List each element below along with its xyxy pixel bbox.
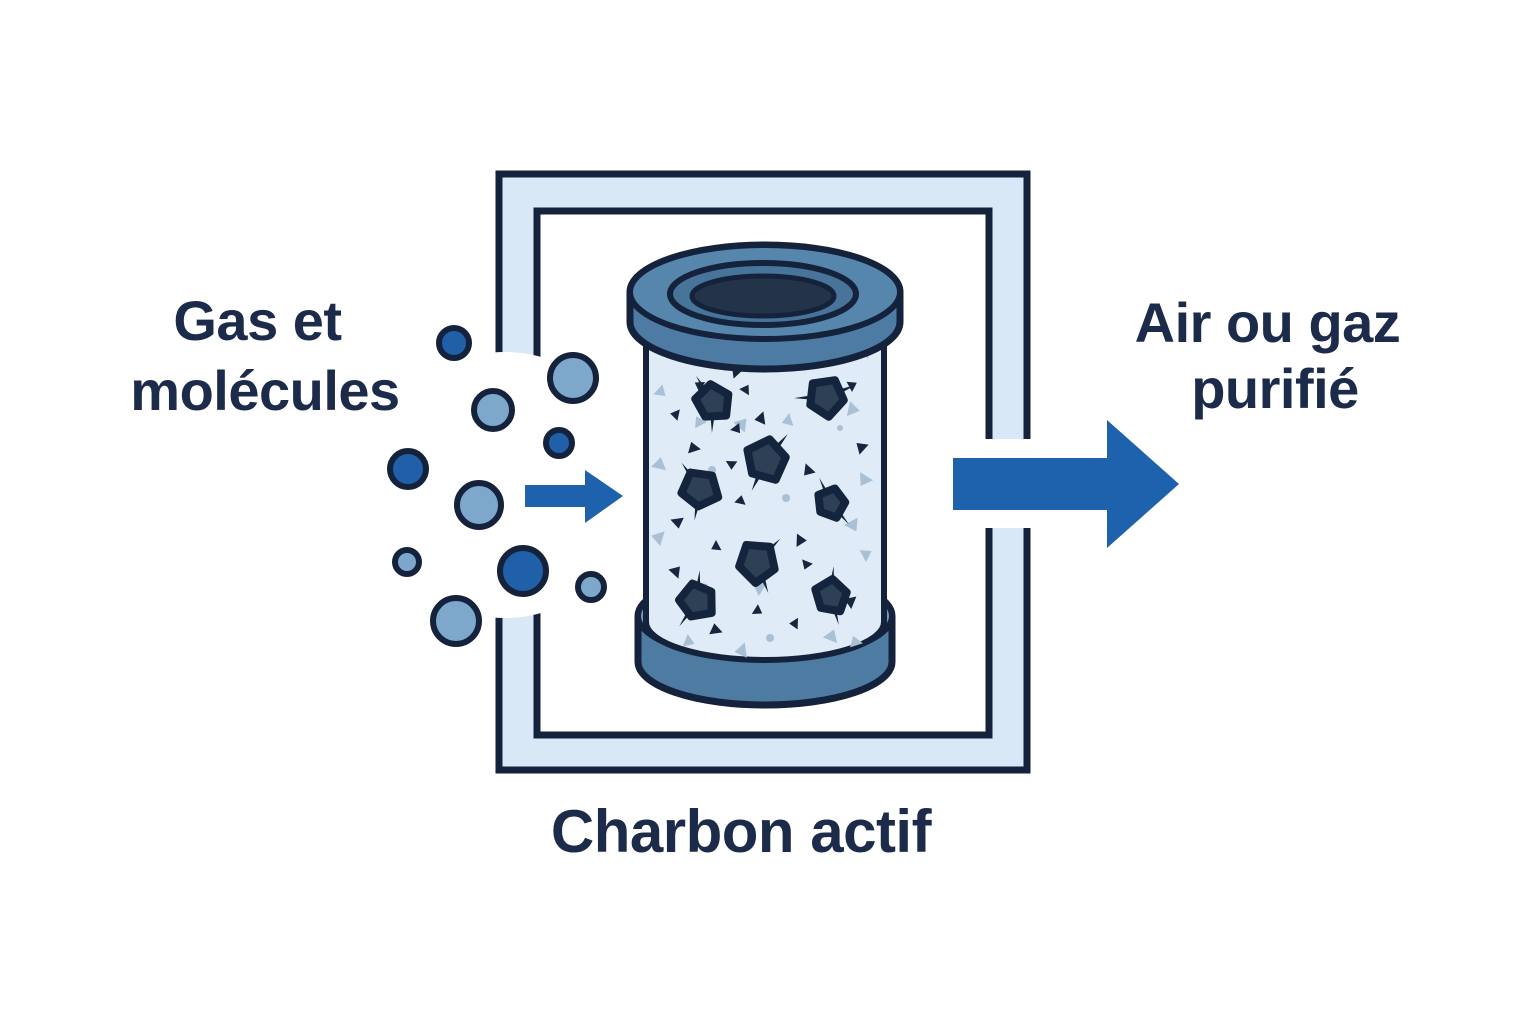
speckle-triangle bbox=[789, 617, 798, 630]
gas-molecule bbox=[387, 448, 429, 490]
cartridge-opening bbox=[689, 273, 837, 319]
speckle-triangle bbox=[711, 540, 722, 551]
gas-molecule bbox=[575, 571, 607, 603]
speckle-triangle bbox=[804, 463, 816, 476]
speckle-triangle bbox=[754, 411, 766, 425]
speckle-triangle bbox=[844, 517, 858, 532]
speckle-triangle bbox=[751, 604, 763, 614]
carbon-particle bbox=[735, 541, 779, 587]
carbon-particle bbox=[691, 380, 733, 421]
speckle-triangle bbox=[730, 422, 741, 434]
gas-molecule bbox=[454, 480, 504, 530]
gas-molecule bbox=[392, 547, 422, 577]
speckle-dot bbox=[782, 494, 790, 502]
carbon-particle bbox=[743, 435, 790, 484]
cartridge-texture bbox=[651, 339, 874, 658]
gas-molecule bbox=[543, 427, 575, 459]
speckle-triangle bbox=[733, 418, 747, 433]
speckle-triangle bbox=[802, 559, 813, 570]
speckle-triangle bbox=[850, 635, 863, 648]
carbon-particle bbox=[811, 575, 851, 616]
carbon-particle bbox=[806, 376, 848, 421]
output-label: Air ou gaz purifié bbox=[1135, 291, 1416, 420]
inlet-gap bbox=[372, 352, 638, 618]
speckle-triangle bbox=[734, 642, 747, 658]
output-label-line1: Air ou gaz bbox=[1135, 291, 1401, 354]
gas-molecules-group bbox=[387, 325, 607, 647]
speckle-dot bbox=[766, 634, 774, 642]
speckle-triangle bbox=[859, 550, 872, 562]
speckle-triangle bbox=[670, 409, 680, 421]
input-label: Gas et molécules bbox=[130, 289, 399, 422]
speckle-dot bbox=[837, 425, 843, 431]
speckle-triangle bbox=[860, 472, 874, 487]
speckle-triangle bbox=[668, 566, 680, 579]
speckle-triangle bbox=[781, 413, 794, 426]
speckle-triangle bbox=[725, 461, 738, 470]
gas-molecule bbox=[471, 388, 515, 432]
carbon-particle bbox=[675, 579, 716, 621]
speckle-triangle bbox=[670, 517, 684, 529]
speckle-triangle bbox=[653, 384, 666, 396]
carbon-particle bbox=[677, 468, 723, 511]
outflow-arrow-icon bbox=[953, 420, 1179, 548]
speckle-triangle bbox=[695, 416, 707, 429]
speckle-triangle bbox=[796, 533, 807, 548]
gas-molecule bbox=[430, 595, 482, 647]
filter-label: Charbon actif bbox=[551, 798, 933, 865]
speckle-triangle bbox=[846, 401, 860, 417]
speckle-triangle bbox=[822, 629, 838, 644]
speckle-triangle bbox=[734, 495, 746, 505]
filter-label-text: Charbon actif bbox=[551, 798, 933, 865]
gas-molecule bbox=[547, 352, 599, 404]
gas-molecule bbox=[436, 325, 472, 361]
speckle-triangle bbox=[651, 531, 665, 547]
carbon-particles-group bbox=[675, 376, 856, 627]
input-label-line1: Gas et bbox=[173, 289, 341, 352]
gas-molecule bbox=[497, 545, 549, 597]
speckle-triangle bbox=[709, 623, 723, 635]
speckle-triangle bbox=[739, 384, 749, 396]
speckle-triangle bbox=[651, 457, 667, 471]
output-label-line2: purifié bbox=[1191, 357, 1359, 420]
inflow-arrow-icon bbox=[525, 470, 623, 523]
speckle-triangle bbox=[856, 443, 869, 455]
speckle-triangle bbox=[688, 441, 701, 454]
input-label-line2: molécules bbox=[130, 359, 399, 422]
speckle-triangle bbox=[682, 634, 695, 647]
carbon-particle bbox=[814, 484, 850, 522]
